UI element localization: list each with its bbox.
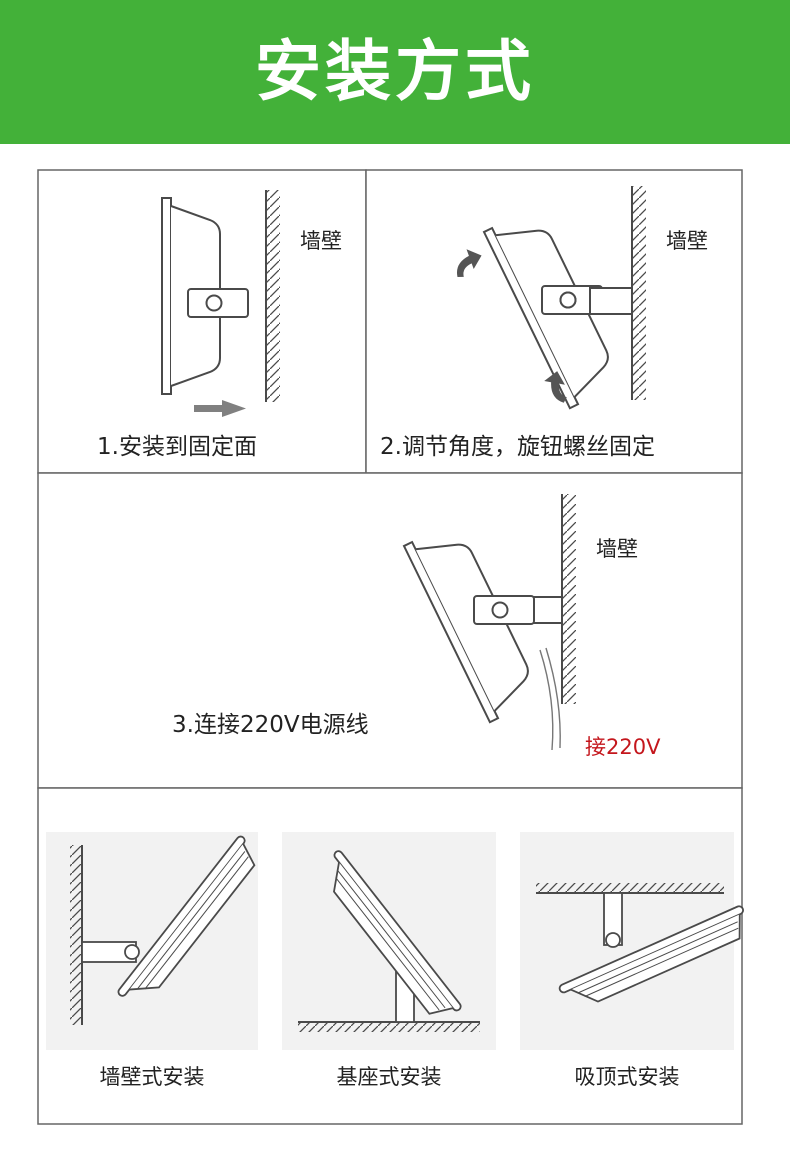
step-1-wall-label: 墙壁 <box>300 229 342 253</box>
page-title: 安装方式 <box>255 33 535 110</box>
step-2-lamp <box>483 205 633 410</box>
wall-mount-diagram <box>70 834 265 1025</box>
ceiling-mount-diagram <box>536 883 755 1015</box>
base-mount-diagram <box>298 848 480 1032</box>
base-mount-label: 基座式安装 <box>337 1065 442 1089</box>
header-banner: 安装方式 <box>0 0 790 144</box>
step-3-panel <box>37 472 743 789</box>
step-2-wall-label: 墙壁 <box>666 229 708 253</box>
step-3-wall-label: 墙壁 <box>596 537 638 561</box>
step-3-label: 3.连接220V电源线 <box>172 712 369 738</box>
step-2-label: 2.调节角度，旋钮螺丝固定 <box>380 434 655 460</box>
step-1-label: 1.安装到固定面 <box>97 434 257 460</box>
step-2-wall <box>631 186 646 400</box>
voltage-label: 接220V <box>585 735 661 759</box>
ceiling-mount-label: 吸顶式安装 <box>575 1065 680 1089</box>
step-3-wall <box>561 494 576 704</box>
step-1-wall <box>265 190 280 402</box>
wall-mount-label: 墙壁式安装 <box>100 1065 205 1089</box>
push-arrow-icon <box>194 400 246 417</box>
power-wire <box>539 647 561 751</box>
step-3-lamp <box>403 519 563 724</box>
